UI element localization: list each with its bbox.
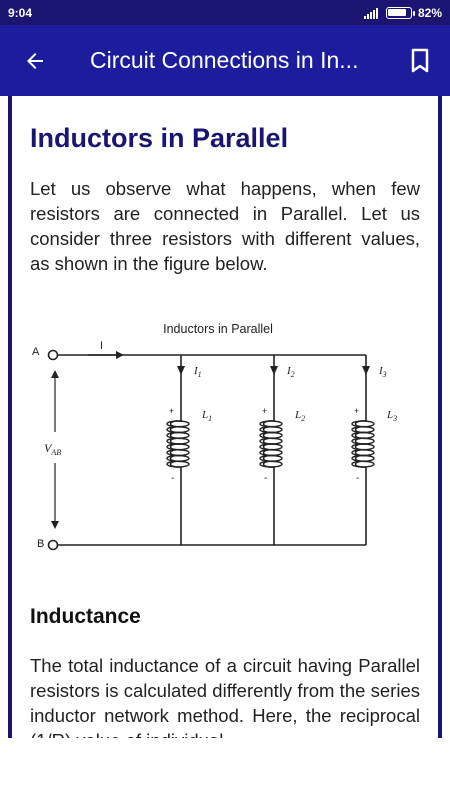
branch-current-label-2: I2 — [286, 365, 295, 379]
article-frame[interactable]: Inductors in Parallel Let us observe wha… — [8, 96, 442, 738]
circuit-diagram: Inductors in Parallel A B I V — [32, 322, 397, 551]
inductor-label-2: L2 — [294, 409, 305, 423]
arrow-left-icon — [27, 52, 43, 69]
inductor-label-1: L1 — [201, 409, 212, 423]
node-b-label: B — [37, 538, 44, 550]
section-subheading: Inductance — [30, 605, 141, 628]
article-heading: Inductors in Parallel — [30, 123, 289, 153]
battery-icon — [385, 6, 415, 19]
plus-sign-3: + — [354, 406, 359, 416]
minus-sign-2: - — [264, 473, 267, 484]
bookmark-icon — [411, 48, 429, 72]
status-icons: 82% — [363, 5, 442, 20]
inductor-label-3: L3 — [386, 409, 397, 423]
branch-current-label-3: I3 — [378, 365, 387, 379]
node-a-terminal — [47, 349, 59, 361]
signal-icon — [363, 7, 378, 19]
branch-current-label-1: I1 — [193, 365, 202, 379]
status-bar: 9:04 82% — [0, 0, 450, 25]
battery-percent: 82% — [417, 5, 442, 20]
back-button[interactable] — [0, 25, 70, 96]
plus-sign-1: + — [169, 406, 174, 416]
figure-title: Inductors in Parallel — [163, 322, 273, 336]
node-a-label: A — [32, 346, 40, 358]
node-b-terminal — [47, 539, 59, 551]
battery-level — [388, 9, 406, 16]
minus-sign-3: - — [356, 473, 359, 484]
bookmark-button[interactable] — [390, 25, 450, 96]
article-content: Inductors in Parallel Let us observe wha… — [12, 122, 438, 738]
main-current-label: I — [100, 340, 103, 352]
app-title: Circuit Connections in In... — [90, 47, 359, 73]
plus-sign-2: + — [262, 406, 267, 416]
status-time: 9:04 — [8, 5, 33, 20]
bottom-area — [0, 738, 450, 800]
article-body: The total inductance of a circuit having… — [30, 655, 420, 738]
article-intro: Let us observe what happens, when few re… — [30, 178, 420, 274]
voltage-label: VAB — [44, 441, 61, 457]
app-bar: Circuit Connections in In... — [0, 25, 450, 96]
minus-sign-1: - — [171, 473, 174, 484]
circuit-figure: Inductors in Parallel A B I V — [28, 318, 420, 573]
